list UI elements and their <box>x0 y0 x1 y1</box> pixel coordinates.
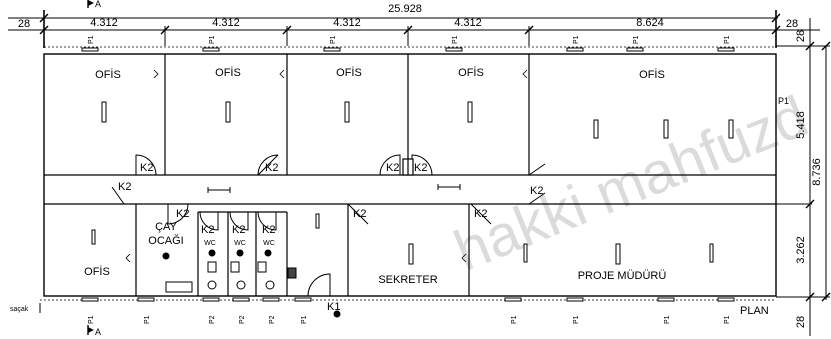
room-ofis-2: OFİS <box>215 66 241 79</box>
top-pole-markers <box>81 47 735 52</box>
door-swings <box>111 154 546 297</box>
corridor-beams <box>207 184 461 193</box>
entrance-frame <box>402 158 414 176</box>
room-ofis-3: OFİS <box>336 66 362 79</box>
dim-right-depth-bottom: 3.262 <box>795 236 807 264</box>
section-mark-top: A <box>87 0 101 9</box>
dim-module-1: 4.312 <box>90 17 118 29</box>
dim-right-offset: 28 <box>786 18 798 30</box>
door-tag: K2 <box>201 224 214 236</box>
room-ofis-5: OFİS <box>639 68 665 81</box>
top-dimension-chain <box>8 10 820 48</box>
dim-module-4: 4.312 <box>454 17 482 29</box>
dim-right-depth-top: 5.418 <box>795 111 807 139</box>
dim-overall-width: 25.928 <box>388 3 422 15</box>
pole-tag-top: P1 <box>452 35 459 44</box>
pole-tag-bottom: P1 <box>573 315 580 324</box>
pole-tag-bottom: P2 <box>209 315 216 324</box>
eave-lines <box>40 46 776 301</box>
door-tag: K2 <box>140 162 153 174</box>
wc-fixtures <box>162 249 341 318</box>
dim-module-3: 4.312 <box>333 17 361 29</box>
pole-tag-bottom: P1 <box>664 315 671 324</box>
section-mark-bottom-label: A <box>95 327 101 337</box>
sacak-label: saçak <box>10 306 29 313</box>
pole-tag-bottom: P1 <box>301 315 308 324</box>
pole-tag-top: P1 <box>633 35 640 44</box>
pole-tag-top: P1 <box>330 35 337 44</box>
door-tag: K2 <box>232 224 245 236</box>
room-sekreter: SEKRETER <box>378 274 437 286</box>
door-tag: K2 <box>353 208 366 220</box>
pole-tag-top: P1 <box>724 35 731 44</box>
pole-tag-bottom: P2 <box>269 315 276 324</box>
room-proje: PROJE MÜDÜRÜ <box>578 270 667 282</box>
section-mark-top-label: A <box>95 0 101 9</box>
room-ofis-left: OFİS <box>84 265 110 278</box>
office-desks <box>91 101 734 265</box>
room-wc-3: WC <box>263 240 275 247</box>
dim-right-total: 8.736 <box>811 158 823 186</box>
pole-tag-right: P1 <box>778 96 789 106</box>
room-cay-line2: OCAĞI <box>148 234 183 247</box>
pole-tag-bottom: P1 <box>511 315 518 324</box>
dim-right-offset-bottom: 28 <box>795 316 807 328</box>
door-tag: K2 <box>414 162 427 174</box>
room-cay-line1: ÇAY <box>155 221 177 233</box>
plan-label: PLAN <box>740 305 769 317</box>
dim-left-offset: 28 <box>18 18 30 30</box>
watermark-text: hakki mahfuzd <box>445 83 816 283</box>
door-tag: K2 <box>474 208 487 220</box>
dim-right-offset-top: 28 <box>795 30 807 42</box>
pole-tag-bottom: P1 <box>144 315 151 324</box>
dim-module-2: 4.312 <box>212 17 240 29</box>
pole-tag-top: P1 <box>573 35 580 44</box>
door-tag: K1 <box>327 301 340 313</box>
door-tag: K2 <box>386 162 399 174</box>
door-tag: K2 <box>262 224 275 236</box>
door-tag: K2 <box>530 185 543 197</box>
pole-tag-top: P1 <box>88 35 95 44</box>
wall-column-marks <box>125 69 528 263</box>
room-ofis-4: OFİS <box>458 66 484 79</box>
door-tag: K2 <box>265 162 278 174</box>
room-wc-2: WC <box>234 240 246 247</box>
bottom-pole-markers <box>81 297 735 302</box>
door-tag: K2 <box>118 181 131 193</box>
dim-module-5: 8.624 <box>636 17 664 29</box>
section-mark-bottom: A <box>87 325 101 337</box>
right-dimension-chain <box>776 18 831 336</box>
pole-tag-top: P1 <box>209 35 216 44</box>
room-ofis-1: OFİS <box>95 68 121 81</box>
pole-tag-bottom: P1 <box>724 315 731 324</box>
pole-tag-bottom: P2 <box>239 315 246 324</box>
room-wc-1: WC <box>204 240 216 247</box>
door-tag: K2 <box>176 208 189 220</box>
pole-tag-bottom: P1 <box>88 315 95 324</box>
